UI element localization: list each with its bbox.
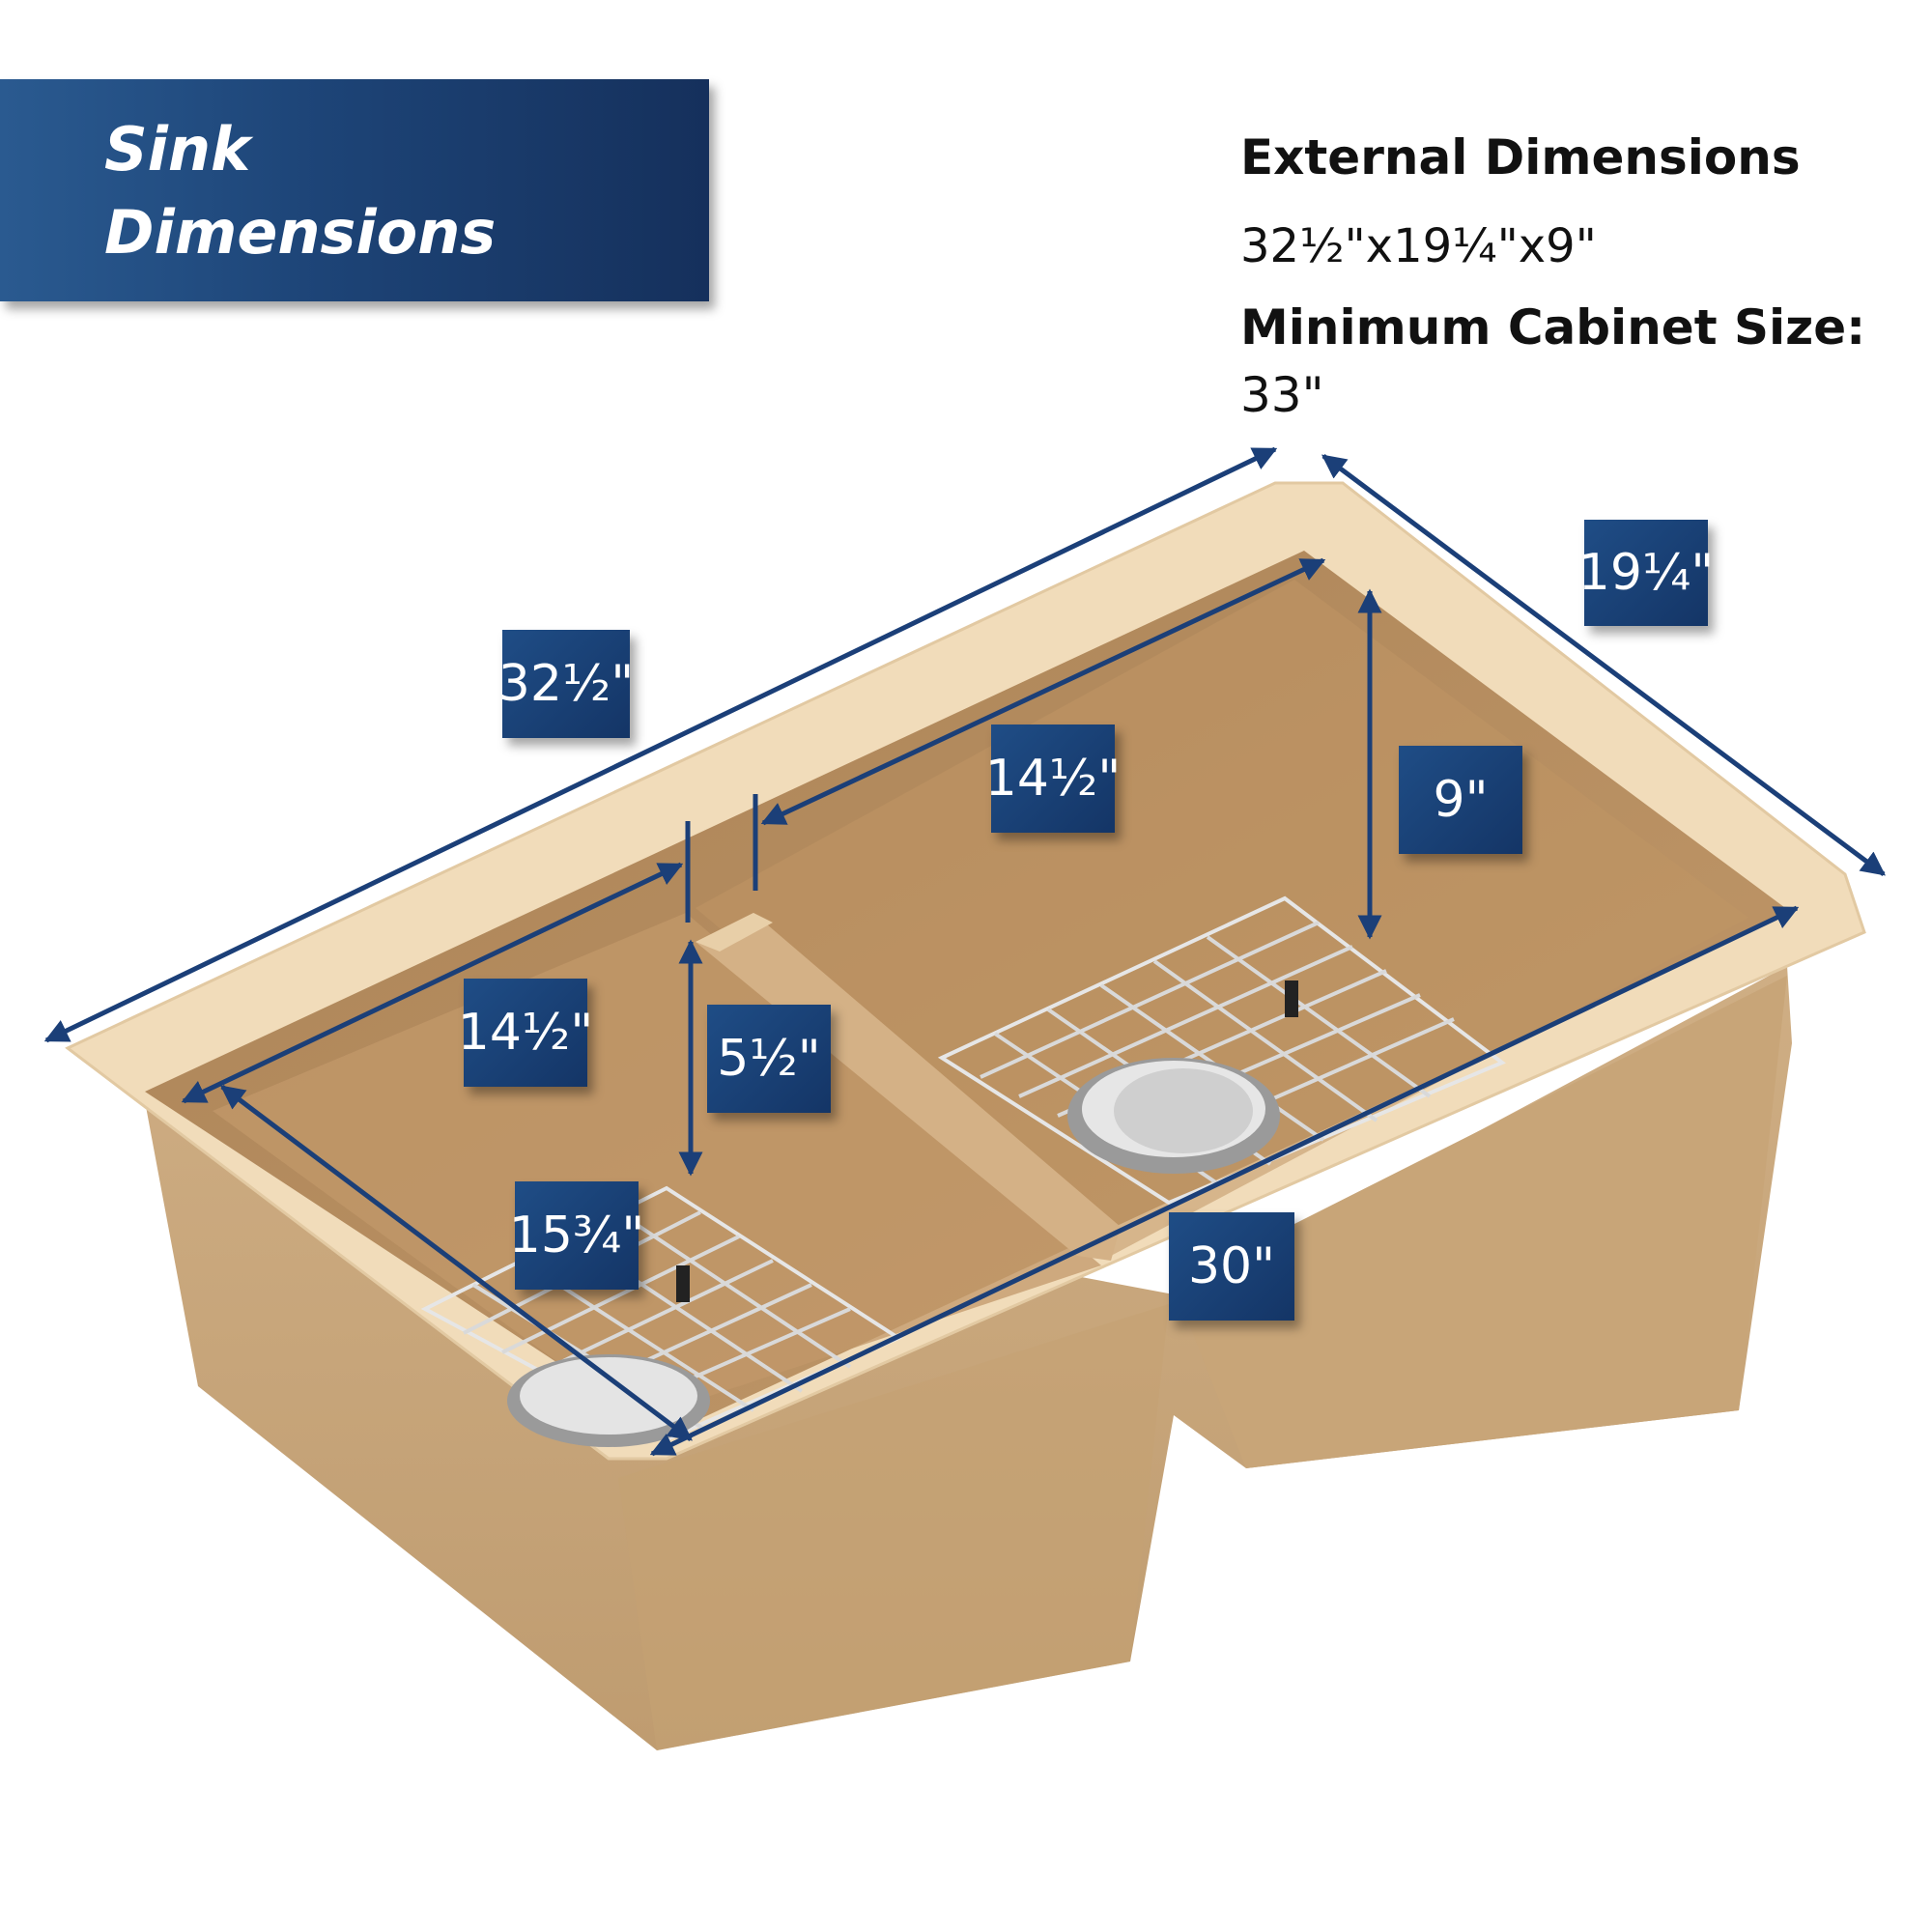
external-dimensions-heading: External Dimensions [1240, 129, 1801, 185]
dimension-arrows [43, 446, 1887, 1457]
arrow-overall-width [1321, 453, 1887, 877]
right-drain [1067, 1058, 1280, 1174]
label-left-bowl-length: 14½" [458, 979, 593, 1087]
arrow-inner-length [649, 905, 1800, 1457]
arrow-left-bowl-width [220, 1085, 693, 1441]
label-left-bowl-width: 15¾" [509, 1181, 644, 1290]
banner-title-line2: Dimensions [104, 197, 497, 268]
banner-title-line1: Sink [104, 114, 251, 185]
label-divider-height: 5½" [707, 1005, 831, 1113]
arrow-left-bowl-length [181, 862, 684, 1104]
external-dimensions-block: External Dimensions 32½"x19¼"x9" Minimum… [1240, 124, 1932, 429]
external-dimensions-size: 32½"x19¼"x9" [1240, 219, 1597, 273]
label-right-bowl-length: 14½" [985, 724, 1121, 833]
grid-foot-right [1285, 980, 1298, 1017]
arrow-right-bowl-length [760, 557, 1326, 826]
title-banner [0, 79, 709, 301]
label-overall-width: 19¼" [1578, 520, 1714, 626]
minimum-cabinet-size: Minimum Cabinet Size: 33" [1240, 294, 1932, 429]
minimum-cabinet-label: Minimum Cabinet Size: [1240, 299, 1866, 355]
label-depth: 9" [1399, 746, 1522, 854]
label-inner-length: 30" [1169, 1212, 1294, 1321]
minimum-cabinet-value: 33" [1240, 367, 1324, 423]
label-overall-length: 32½" [498, 630, 634, 738]
grid-foot-left [676, 1265, 690, 1302]
banner-title: Sink Dimensions [104, 108, 496, 274]
